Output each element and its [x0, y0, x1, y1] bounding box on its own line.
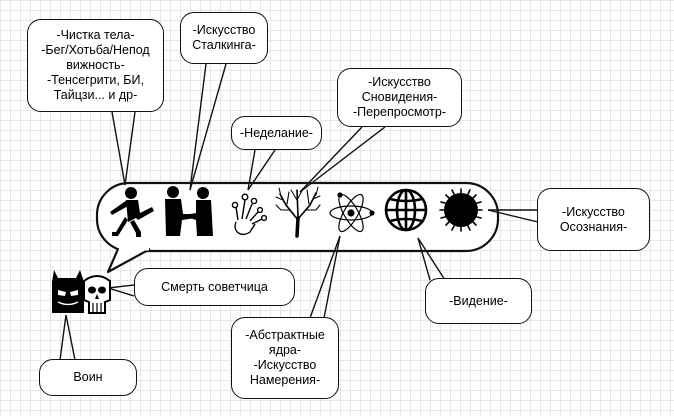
globe-icon [384, 188, 428, 232]
black-sun-icon [439, 188, 483, 232]
callout-pointers [59, 63, 539, 361]
skull-icon [83, 275, 111, 314]
callout-seeing-text: -Видение- [449, 293, 508, 308]
callout-death-advisor: Смерть советчица [134, 268, 295, 306]
callout-dreaming-text: -Искусство Сновидения- -Перепросмотр- [352, 75, 447, 119]
batman-mask-icon [52, 270, 84, 313]
pointer-dreaming [299, 126, 363, 193]
pointer-seeing [417, 237, 431, 281]
pointer-stalking [189, 63, 207, 191]
callout-warrior: Воин [39, 359, 137, 396]
callout-not-doing-text: -Неделание- [240, 125, 313, 140]
martial-artist-icon [110, 187, 154, 237]
callout-dreaming: -Искусство Сновидения- -Перепросмотр- [337, 68, 462, 127]
hand-with-bubbles-icon [231, 193, 268, 236]
atom-icon [329, 192, 375, 233]
pointer-warrior [59, 314, 67, 361]
callout-seeing: -Видение- [425, 278, 532, 324]
pointer-death-advisor [107, 284, 135, 289]
callout-body-practices-text: -Чистка тела- -Бег/Хотьба/Непод вижность… [41, 28, 150, 102]
callout-body-practices: -Чистка тела- -Бег/Хотьба/Непод вижность… [27, 19, 164, 112]
handshake-icon [165, 186, 213, 236]
bare-tree-icon [275, 186, 321, 238]
callout-stalking: -Искусство Сталкинга- [180, 12, 268, 64]
callout-warrior-text: Воин [73, 370, 103, 384]
pointer-not-doing [247, 149, 256, 191]
callout-abstract-cores-text: -Абстрактные ядра- -Искусство Намерения- [245, 328, 325, 387]
pointer-body-practices [111, 111, 126, 186]
pointer-abstract-cores [309, 235, 341, 319]
callout-stalking-text: -Искусство Сталкинга- [192, 23, 256, 52]
callout-abstract-cores: -Абстрактные ядра- -Искусство Намерения- [231, 317, 339, 399]
callout-awareness-text: -Искусство Осознания- [559, 204, 628, 234]
panel-tail [106, 248, 151, 274]
callout-death-advisor-text: Смерть советчица [161, 279, 268, 294]
callout-awareness: -Искусство Осознания- [537, 188, 650, 251]
callout-not-doing: -Неделание- [231, 116, 322, 150]
